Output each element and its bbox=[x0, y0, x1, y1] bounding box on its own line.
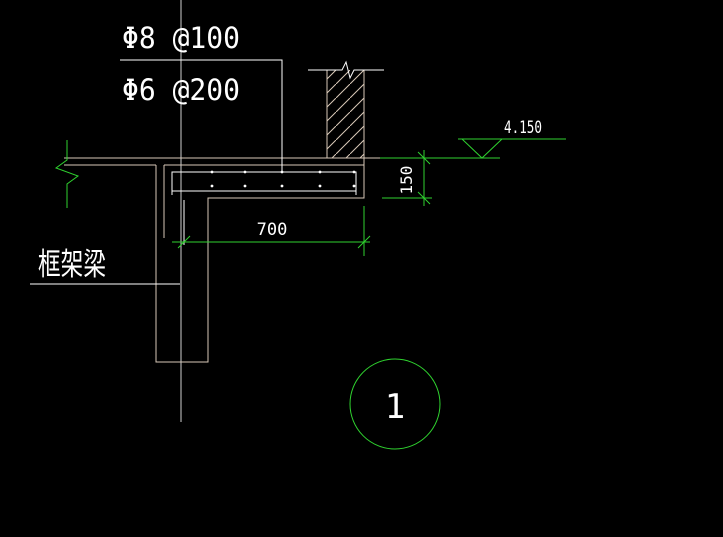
rebar-dot bbox=[318, 170, 322, 174]
rebar-dots bbox=[210, 170, 356, 188]
rebar-dot bbox=[352, 184, 356, 188]
rebar-dist-label: Φ6 @200 bbox=[122, 73, 240, 107]
elevation-value: 4.150 bbox=[504, 118, 542, 138]
rebar bbox=[171, 171, 357, 245]
beam-label: 框架梁 bbox=[38, 247, 106, 283]
rebar-dot bbox=[280, 184, 284, 188]
rebar-dot bbox=[210, 170, 214, 174]
rebar-dot bbox=[210, 184, 214, 188]
rebar-dot bbox=[243, 184, 247, 188]
break-line-top bbox=[308, 60, 384, 80]
elevation-marker bbox=[430, 138, 566, 159]
length-label: 700 bbox=[257, 220, 288, 240]
thickness-label: 150 bbox=[397, 166, 416, 195]
dimension-thickness bbox=[380, 150, 432, 206]
detail-circle bbox=[349, 358, 441, 450]
rebar-dot bbox=[243, 170, 247, 174]
rebar-dot bbox=[352, 170, 356, 174]
dimension-length bbox=[172, 206, 371, 256]
detail-number: 1 bbox=[385, 387, 405, 427]
slab bbox=[64, 157, 380, 363]
rebar-leader bbox=[120, 59, 283, 172]
rebar-dot bbox=[318, 184, 322, 188]
wall bbox=[308, 60, 384, 158]
rebar-main-label: Φ8 @100 bbox=[122, 21, 240, 55]
break-line-left bbox=[54, 140, 80, 208]
